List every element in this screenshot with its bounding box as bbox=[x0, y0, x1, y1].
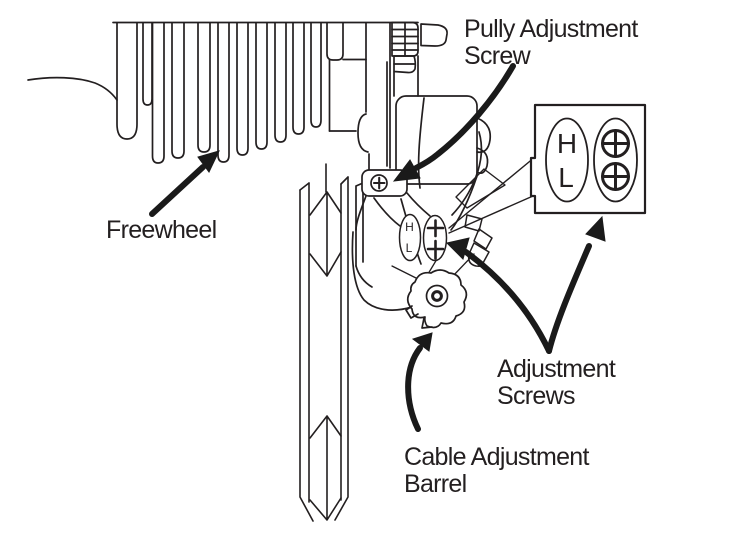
marker-h-label: H bbox=[405, 220, 414, 234]
freewheel-label: Freewheel bbox=[106, 216, 217, 244]
freewheel-arrow bbox=[149, 150, 220, 217]
detail-l-label: L bbox=[558, 162, 574, 193]
adjustment-screw-icon-top bbox=[601, 129, 630, 158]
plus-screw-icon bbox=[426, 219, 445, 260]
qr-lever bbox=[420, 23, 448, 47]
cable-adjustment-barrel-label: Cable Adjustment Barrel bbox=[404, 443, 589, 498]
cable-barrel-icon bbox=[405, 269, 468, 329]
barrel-arrow bbox=[405, 332, 433, 432]
marker-l-label: L bbox=[406, 241, 413, 255]
pulley-adjustment-screw-label: Pully Adjustment Screw bbox=[464, 15, 638, 70]
detail-box bbox=[529, 103, 647, 215]
annotation-arrows bbox=[149, 63, 606, 432]
cage-plate bbox=[455, 168, 506, 209]
plus-marker-ellipse bbox=[422, 214, 448, 262]
adjustment-screws-arrow-left bbox=[446, 237, 552, 354]
detail-h-label: H bbox=[557, 128, 577, 159]
adjustment-screws-arrow-right bbox=[546, 215, 606, 354]
adjustment-screws-label: Adjustment Screws bbox=[497, 355, 616, 410]
frame-tube-line bbox=[27, 76, 118, 101]
freewheel-drawing bbox=[27, 21, 419, 164]
hl-marker-ellipse bbox=[398, 213, 422, 262]
frame-and-axle bbox=[357, 21, 448, 171]
pulley-arrow bbox=[392, 63, 516, 182]
callout-lines bbox=[448, 156, 536, 234]
pulley-screw-icon bbox=[361, 169, 408, 197]
axle-nut-ribs bbox=[391, 21, 419, 97]
adjustment-screw-icon-bottom bbox=[601, 162, 630, 191]
chain-drawing bbox=[299, 163, 349, 522]
